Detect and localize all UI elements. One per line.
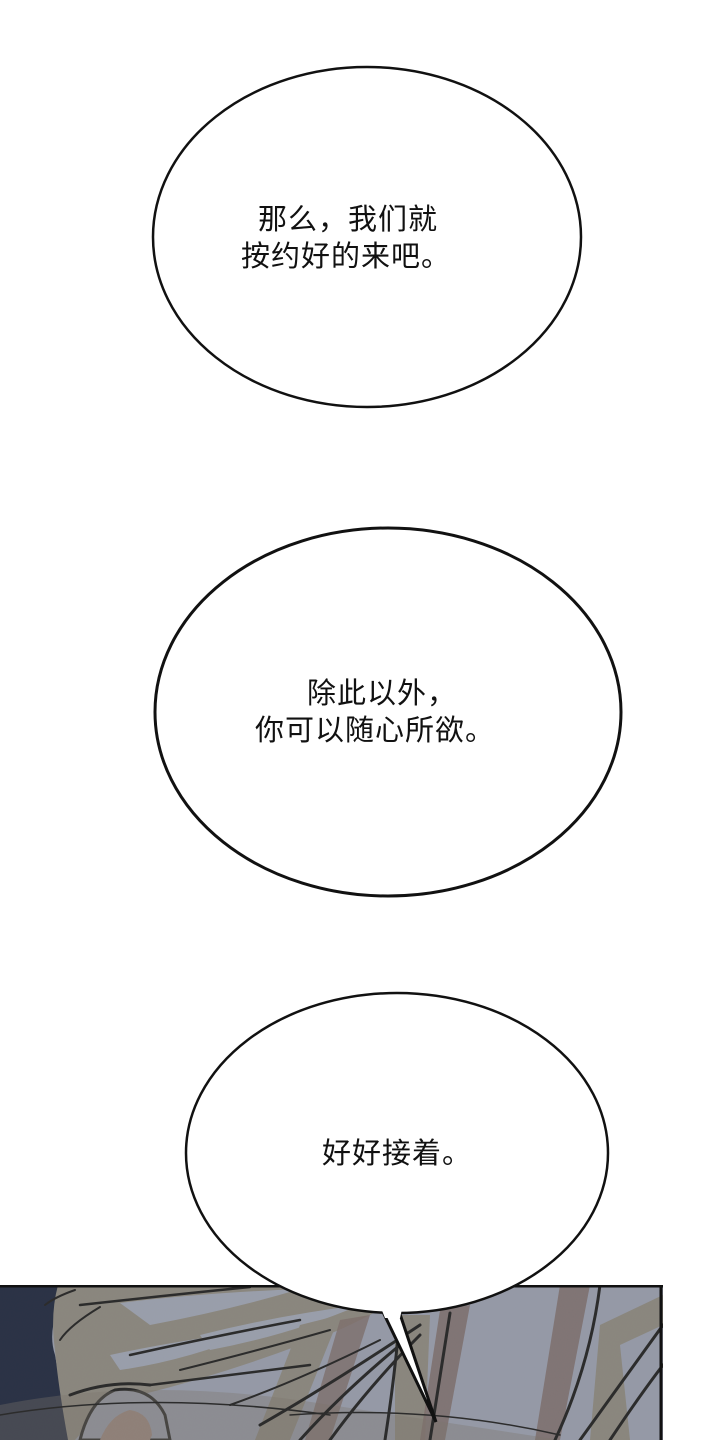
bubble-1-line-2: 按约好的来吧。 xyxy=(241,239,452,273)
bubble-2-text: 除此以外， 你可以随心所欲。 xyxy=(255,675,495,749)
bubble-2-line-2: 你可以随心所欲。 xyxy=(255,713,496,747)
bubble-3-text: 好好接着。 xyxy=(322,1135,472,1172)
bubble-1-text: 那么，我们就 按约好的来吧。 xyxy=(241,201,451,275)
bubble-3-line-1: 好好接着。 xyxy=(322,1136,473,1170)
hair-illustration xyxy=(0,1285,663,1440)
bubble-1-line-1: 那么，我们就 xyxy=(258,202,439,236)
art-panel-hair-closeup xyxy=(0,1285,663,1440)
bubble-2-line-1: 除此以外， xyxy=(307,676,458,710)
